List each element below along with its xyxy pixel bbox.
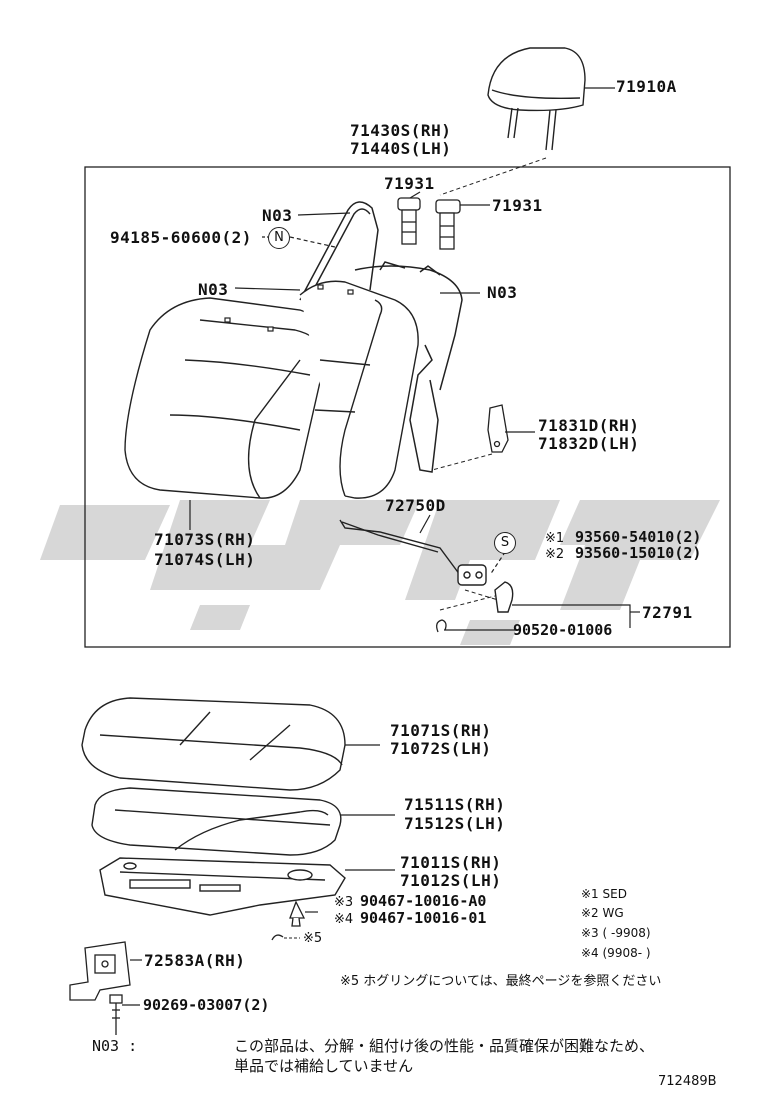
label-cushion-cover-lh[interactable]: 71072S(LH): [390, 739, 492, 758]
label-bracket[interactable]: 72583A(RH): [144, 951, 246, 970]
label-ring[interactable]: 90520-01006: [513, 621, 613, 639]
legend-sed: ※1 SED: [581, 887, 627, 901]
lock-cable-72750D[interactable]: [339, 519, 487, 586]
hog4-note: ※4: [334, 912, 354, 927]
hog5-note: ※5: [303, 931, 323, 946]
n03-text-line2: 単品では補給していません: [234, 1057, 414, 1075]
label-cushion-pad-lh[interactable]: 71512S(LH): [404, 814, 506, 833]
label-screw1[interactable]: 93560-54010(2): [575, 528, 702, 546]
label-support-left[interactable]: 71931: [384, 174, 435, 193]
bolt-90269-03007[interactable]: [109, 994, 123, 1035]
legend-n4: ※4 (9908- ): [581, 946, 651, 960]
legend-n3: ※3 ( -9908): [581, 926, 651, 940]
reference-id: 712489B: [658, 1074, 717, 1089]
bracket-72583A[interactable]: [69, 941, 131, 1001]
watermark-logo: [40, 500, 720, 645]
label-cushion-pad-rh[interactable]: 71511S(RH): [404, 795, 506, 814]
label-n03-top[interactable]: N03: [262, 206, 293, 225]
seatback-box: [84, 166, 731, 648]
label-back-cover-lh[interactable]: 71074S(LH): [154, 550, 256, 569]
n-symbol: N: [268, 227, 290, 249]
headrest-support-left[interactable]: [397, 197, 421, 245]
label-clip-part[interactable]: 94185-60600(2): [110, 228, 252, 247]
label-n03-right[interactable]: N03: [487, 283, 518, 302]
seatback-pad-N03[interactable]: [299, 280, 419, 499]
ring-90520-01006[interactable]: [436, 619, 447, 633]
label-hog3[interactable]: 90467-10016-A0: [360, 892, 487, 910]
label-support-right[interactable]: 71931: [492, 196, 543, 215]
seatback-cover-71073S[interactable]: [124, 297, 327, 499]
screw2-note: ※2: [545, 547, 565, 562]
label-knob[interactable]: 72791: [642, 603, 693, 622]
label-hinge-cover-rh[interactable]: 71831D(RH): [538, 416, 640, 435]
cushion-cover-71071S[interactable]: [81, 697, 346, 791]
n03-text-line1: この部品は、分解・組付け後の性能・品質確保が困難なため、: [234, 1037, 655, 1055]
seatback-frame-71430S[interactable]: [299, 201, 463, 473]
headrest-71910A[interactable]: [487, 47, 586, 151]
label-bolt[interactable]: 90269-03007(2): [143, 996, 270, 1014]
screw1-note: ※1: [545, 531, 565, 546]
hinge-cover-71831D[interactable]: [487, 404, 509, 453]
label-hog4[interactable]: 90467-10016-01: [360, 909, 487, 927]
headrest-support-right[interactable]: [435, 199, 461, 250]
hogring-note: ※5 ホグリングについては、最終ページを参照ください: [340, 974, 662, 989]
label-back-cover-rh[interactable]: 71073S(RH): [154, 530, 256, 549]
label-cushion-cover-rh[interactable]: 71071S(RH): [390, 721, 492, 740]
hog-ring-5[interactable]: [271, 934, 284, 941]
s-symbol: S: [494, 532, 516, 554]
label-screw2[interactable]: 93560-15010(2): [575, 544, 702, 562]
label-lock-part[interactable]: 72750D: [385, 496, 446, 515]
label-headrest[interactable]: 71910A: [616, 77, 677, 96]
label-cushion-frame-rh[interactable]: 71011S(RH): [400, 853, 502, 872]
cushion-pad-71511S[interactable]: [91, 787, 342, 856]
label-n03-left[interactable]: N03: [198, 280, 229, 299]
release-knob-72791[interactable]: [494, 581, 514, 613]
n03-heading: N03 :: [92, 1037, 138, 1055]
label-back-frame-rh[interactable]: 71430S(RH): [350, 121, 452, 140]
cushion-frame-71011S[interactable]: [99, 857, 346, 916]
hog3-note: ※3: [334, 895, 354, 910]
legend-wg: ※2 WG: [581, 906, 624, 920]
label-back-frame-lh[interactable]: 71440S(LH): [350, 139, 452, 158]
hog-ring-90467[interactable]: [289, 900, 306, 927]
label-cushion-frame-lh[interactable]: 71012S(LH): [400, 871, 502, 890]
label-hinge-cover-lh[interactable]: 71832D(LH): [538, 434, 640, 453]
